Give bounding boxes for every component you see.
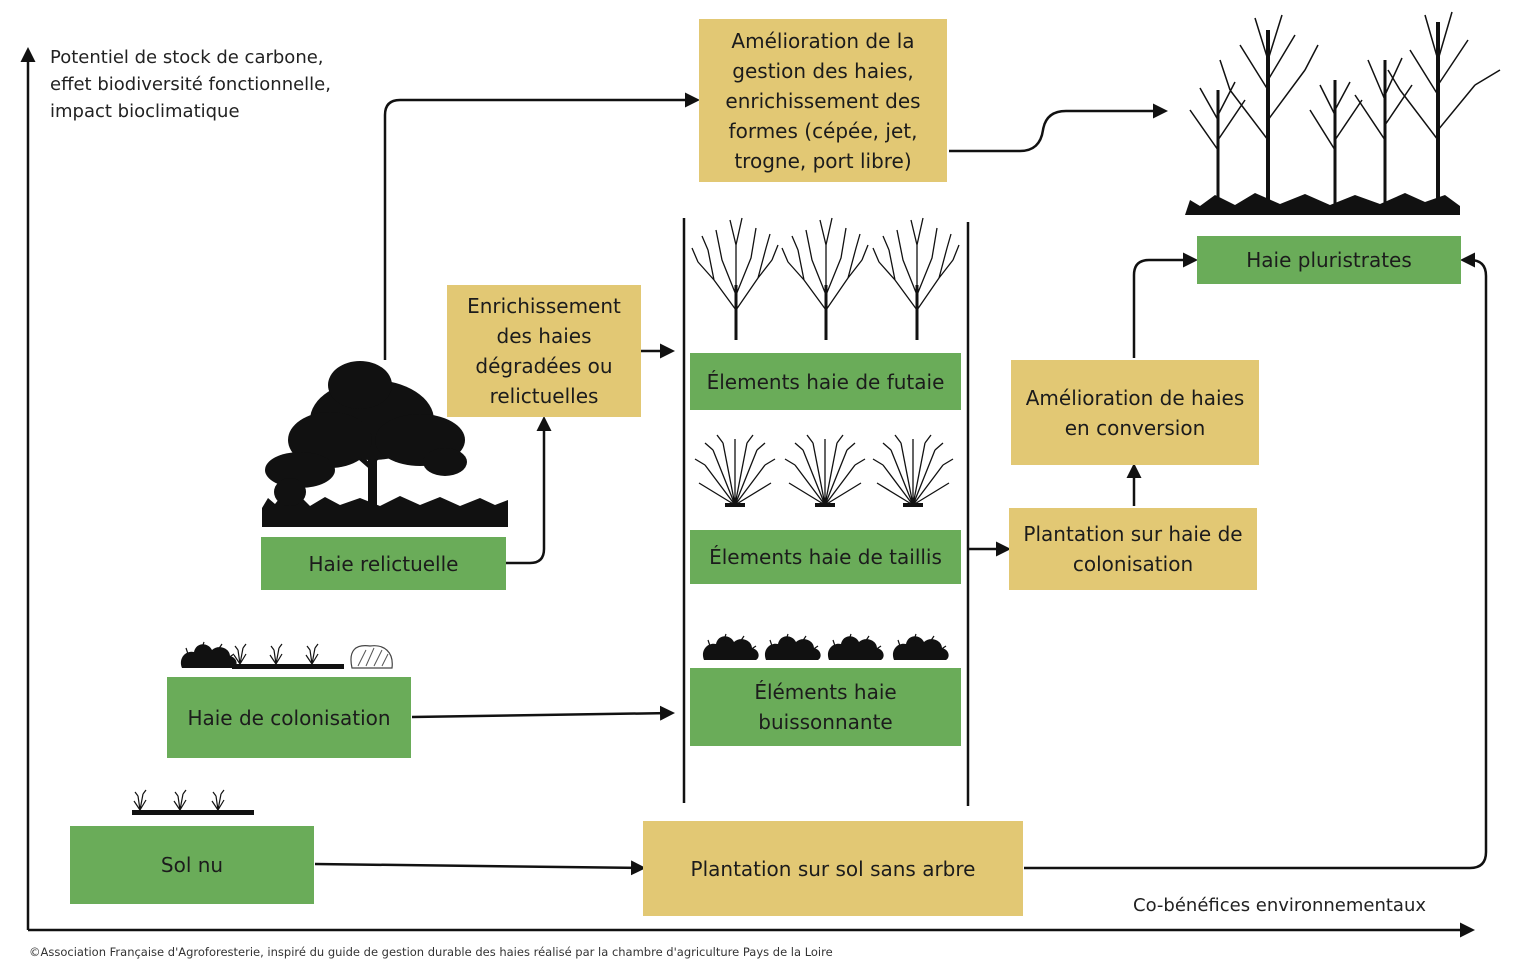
box-elements-taillis: Élements haie de taillis <box>690 530 961 584</box>
box-amelioration-gestion: Amélioration de la gestion des haies, en… <box>699 19 947 182</box>
credit-text: ©Association Française d'Agroforesterie,… <box>29 945 833 959</box>
arrow-plantation-to-pluristrates <box>1024 252 1488 870</box>
shrub-icon <box>694 434 954 508</box>
box-amelioration-conversion: Amélioration de haies en conversion <box>1011 360 1259 465</box>
box-elements-buissonnante: Éléments haie buissonnante <box>690 668 961 746</box>
grass-icon <box>132 789 254 815</box>
arrow-colonisation-to-elements <box>411 705 675 721</box>
bare-tree-icon <box>690 216 961 342</box>
bush-icon <box>702 633 950 661</box>
box-sol-nu: Sol nu <box>70 826 314 904</box>
box-enrichissement: Enrichissement des haies dégradées ou re… <box>447 285 641 417</box>
box-haie-pluristrates: Haie pluristrates <box>1197 236 1461 284</box>
arrow-solnu-to-plantation <box>314 860 646 876</box>
grass-icon <box>180 641 393 669</box>
arrow-relictuelle-to-enrichissement <box>506 416 552 565</box>
box-plantation-colonisation: Plantation sur haie de colonisation <box>1009 508 1257 590</box>
arrow-gestion-to-forest <box>949 103 1168 153</box>
x-axis-label: Co-bénéfices environnementaux <box>1133 895 1427 916</box>
box-haie-colonisation: Haie de colonisation <box>167 677 411 758</box>
arrow-conversion-to-pluristrates <box>1132 252 1198 358</box>
box-plantation-sol: Plantation sur sol sans arbre <box>643 821 1023 916</box>
box-elements-futaie: Élements haie de futaie <box>690 353 961 410</box>
y-axis-label: Potentiel de stock de carbone, effet bio… <box>50 47 331 122</box>
tree-silhouette-icon <box>262 361 508 527</box>
arrow-relictuelle-to-gestion <box>383 92 700 360</box>
box-haie-relictuelle: Haie relictuelle <box>261 537 506 590</box>
forest-silhouette-icon <box>1185 11 1501 215</box>
